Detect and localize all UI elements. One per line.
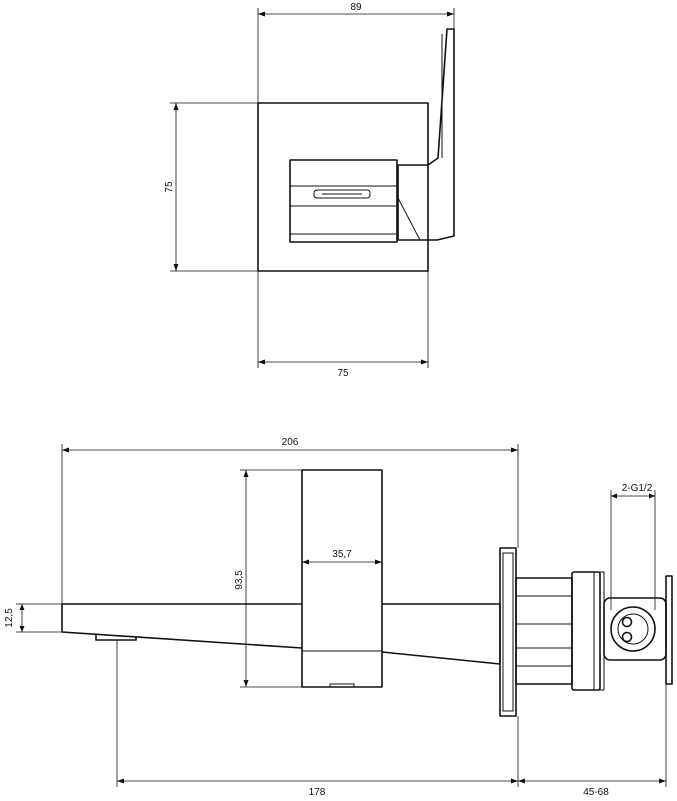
- side-view-spout-rear: [381, 603, 501, 665]
- dim-overall-arrow-right: [511, 447, 518, 453]
- dim-top-height-arrow-bottom: [173, 264, 179, 271]
- dim-spout-height-label: 12,5: [4, 608, 15, 628]
- dim-reach-label: 178: [309, 787, 326, 798]
- side-view-aerator: [95, 634, 137, 641]
- dim-top-width-arrow-right: [447, 11, 454, 17]
- dim-top-width-label: 89: [350, 2, 362, 13]
- top-view-cover-plate: [257, 102, 429, 272]
- dim-box-depth-label: 45-68: [583, 787, 609, 798]
- dim-reach-arrow-left: [117, 778, 124, 784]
- side-view-end-cap: [665, 575, 673, 685]
- side-view-adapter: [515, 577, 573, 685]
- top-view-lever-inner-line: [397, 34, 443, 241]
- top-view: 89 75 75: [164, 2, 455, 379]
- dim-body-width-label: 35,7: [332, 549, 352, 560]
- dim-spout-height-arrow-bottom: [19, 626, 25, 632]
- side-view-spout: [61, 603, 303, 649]
- side-view-body-foot: [329, 683, 355, 687]
- dim-body-width-arrow-left: [302, 559, 309, 565]
- side-view-valve-inner: [617, 613, 649, 645]
- dim-top-bottom-label: 75: [337, 368, 349, 379]
- dim-top-height-arrow-top: [173, 103, 179, 110]
- side-view-valve-port-2: [621, 631, 633, 643]
- dim-box-depth-arrow-left: [518, 778, 525, 784]
- side-view-body: [301, 469, 383, 688]
- dim-connection-arrow-left: [611, 493, 617, 499]
- top-view-body-block: [289, 159, 398, 243]
- dim-body-height-arrow-bottom: [243, 680, 249, 687]
- side-view-valve-outer: [610, 606, 656, 652]
- dim-connection-arrow-right: [649, 493, 655, 499]
- dim-top-height-label: 75: [164, 181, 175, 193]
- side-view-flange-ring: [593, 571, 605, 691]
- dim-body-height-arrow-top: [243, 470, 249, 477]
- dim-box-depth-arrow-right: [659, 778, 666, 784]
- dim-body-width-arrow-right: [375, 559, 382, 565]
- side-view-wall-plate-inner: [502, 552, 514, 712]
- side-view-valve-port-1: [621, 616, 633, 628]
- dim-spout-height-arrow-top: [19, 604, 25, 610]
- dim-top-bottom-arrow-left: [258, 359, 265, 365]
- side-view: 206 93,5 35,7 12,5 178 45-68: [4, 437, 673, 798]
- side-view-flange: [571, 571, 601, 691]
- dim-overall-label: 206: [282, 437, 299, 448]
- top-view-aerator: [313, 189, 371, 199]
- top-view-lever-handle: [397, 28, 455, 241]
- side-view-wall-plate: [499, 547, 517, 717]
- dim-reach-arrow-right: [511, 778, 518, 784]
- dim-body-height-label: 93,5: [234, 570, 245, 590]
- dim-overall-arrow-left: [62, 447, 69, 453]
- dim-connection-label: 2-G1/2: [622, 483, 653, 494]
- dim-top-width-arrow-left: [258, 11, 265, 17]
- dim-top-bottom-arrow-right: [421, 359, 428, 365]
